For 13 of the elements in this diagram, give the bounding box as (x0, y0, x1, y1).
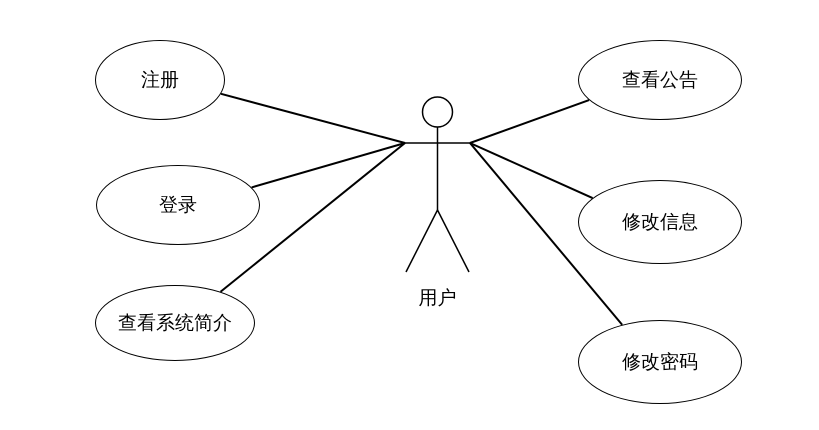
use-case-ellipse: 修改密码 (578, 320, 742, 404)
association-line (470, 99, 590, 144)
use-case-ellipse: 查看公告 (578, 40, 742, 120)
actor-label: 用户 (418, 286, 456, 311)
association-line (251, 142, 406, 188)
association-line (470, 142, 594, 199)
association-line (469, 142, 623, 326)
use-case-ellipse: 注册 (95, 40, 225, 120)
association-line (220, 92, 406, 144)
association-line (220, 142, 406, 293)
use-case-ellipse: 查看系统简介 (95, 285, 255, 361)
use-case-ellipse: 登录 (96, 165, 260, 245)
use-case-ellipse: 修改信息 (578, 180, 742, 264)
